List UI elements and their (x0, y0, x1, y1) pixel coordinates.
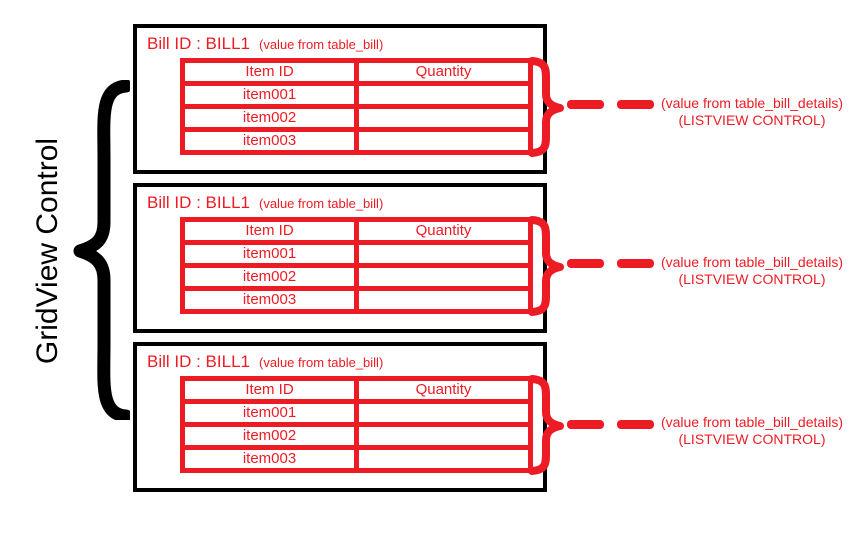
table-row: item002 (180, 422, 533, 450)
annotation-line-2: (LISTVIEW CONTROL) (678, 271, 826, 287)
table-row: item001 (180, 81, 533, 109)
bill-panel-3: Bill ID : BILL1 (value from table_bill) … (133, 342, 547, 492)
annotation-line-1: (value from table_bill_details) (660, 95, 844, 111)
annotation-line-2: (LISTVIEW CONTROL) (678, 431, 826, 447)
item-id-cell: item001 (180, 81, 359, 109)
listview-annotation-2: (value from table_bill_details) (LISTVIE… (634, 254, 864, 288)
table-row: item002 (180, 104, 533, 132)
table-row: item003 (180, 445, 533, 473)
quantity-cell (354, 263, 533, 291)
annotation-line-1: (value from table_bill_details) (660, 414, 844, 430)
bill-panel-1: Bill ID : BILL1 (value from table_bill) … (133, 24, 547, 174)
dash-segment (567, 259, 604, 268)
item-id-cell: item002 (180, 263, 359, 291)
listview-annotation-1: (value from table_bill_details) (LISTVIE… (634, 95, 864, 129)
item-id-cell: item002 (180, 422, 359, 450)
item-id-cell: item001 (180, 399, 359, 427)
table-header-row: Item ID Quantity (180, 376, 533, 404)
gridview-control-label: GridView Control (31, 137, 64, 365)
table-row: item001 (180, 240, 533, 268)
bill-id-label: Bill ID : BILL1 (147, 352, 250, 371)
listview-table-2: Item ID Quantity item001 item002 item003 (180, 217, 533, 314)
quantity-cell (354, 445, 533, 473)
table-row: item002 (180, 263, 533, 291)
bill-source-note: (value from table_bill) (259, 37, 384, 52)
bill-id-label: Bill ID : BILL1 (147, 193, 250, 212)
listview-table-3: Item ID Quantity item001 item002 item003 (180, 376, 533, 473)
annotation-line-2: (LISTVIEW CONTROL) (678, 112, 826, 128)
dash-segment (567, 420, 604, 429)
quantity-cell (354, 286, 533, 314)
dashed-connector-2 (567, 259, 657, 268)
annotation-line-1: (value from table_bill_details) (660, 254, 844, 270)
item-id-cell: item001 (180, 240, 359, 268)
table-row: item001 (180, 399, 533, 427)
gridview-brace-icon (73, 80, 130, 420)
quantity-header: Quantity (354, 376, 533, 404)
listview-table-1: Item ID Quantity item001 item002 item003 (180, 58, 533, 155)
item-id-cell: item002 (180, 104, 359, 132)
table-row: item003 (180, 286, 533, 314)
quantity-cell (354, 81, 533, 109)
table-row: item003 (180, 127, 533, 155)
quantity-cell (354, 240, 533, 268)
dash-segment (617, 259, 654, 268)
dashed-connector-3 (567, 420, 657, 429)
bill-title-row: Bill ID : BILL1 (value from table_bill) (147, 193, 383, 213)
dash-segment (567, 100, 604, 109)
table-header-row: Item ID Quantity (180, 217, 533, 245)
bill-title-row: Bill ID : BILL1 (value from table_bill) (147, 34, 383, 54)
listview-annotation-3: (value from table_bill_details) (LISTVIE… (634, 414, 864, 448)
listview-brace-icon-2 (528, 216, 564, 316)
quantity-header: Quantity (354, 58, 533, 86)
bill-source-note: (value from table_bill) (259, 355, 384, 370)
quantity-cell (354, 104, 533, 132)
bill-title-row: Bill ID : BILL1 (value from table_bill) (147, 352, 383, 372)
listview-brace-icon-1 (528, 57, 564, 157)
dash-segment (617, 420, 654, 429)
item-id-cell: item003 (180, 286, 359, 314)
bill-source-note: (value from table_bill) (259, 196, 384, 211)
table-header-row: Item ID Quantity (180, 58, 533, 86)
quantity-cell (354, 127, 533, 155)
quantity-cell (354, 422, 533, 450)
bill-panel-2: Bill ID : BILL1 (value from table_bill) … (133, 183, 547, 333)
item-id-header: Item ID (180, 217, 359, 245)
item-id-header: Item ID (180, 376, 359, 404)
item-id-header: Item ID (180, 58, 359, 86)
dash-segment (617, 100, 654, 109)
quantity-header: Quantity (354, 217, 533, 245)
item-id-cell: item003 (180, 127, 359, 155)
bill-id-label: Bill ID : BILL1 (147, 34, 250, 53)
item-id-cell: item003 (180, 445, 359, 473)
listview-brace-icon-3 (528, 375, 564, 475)
quantity-cell (354, 399, 533, 427)
dashed-connector-1 (567, 100, 657, 109)
